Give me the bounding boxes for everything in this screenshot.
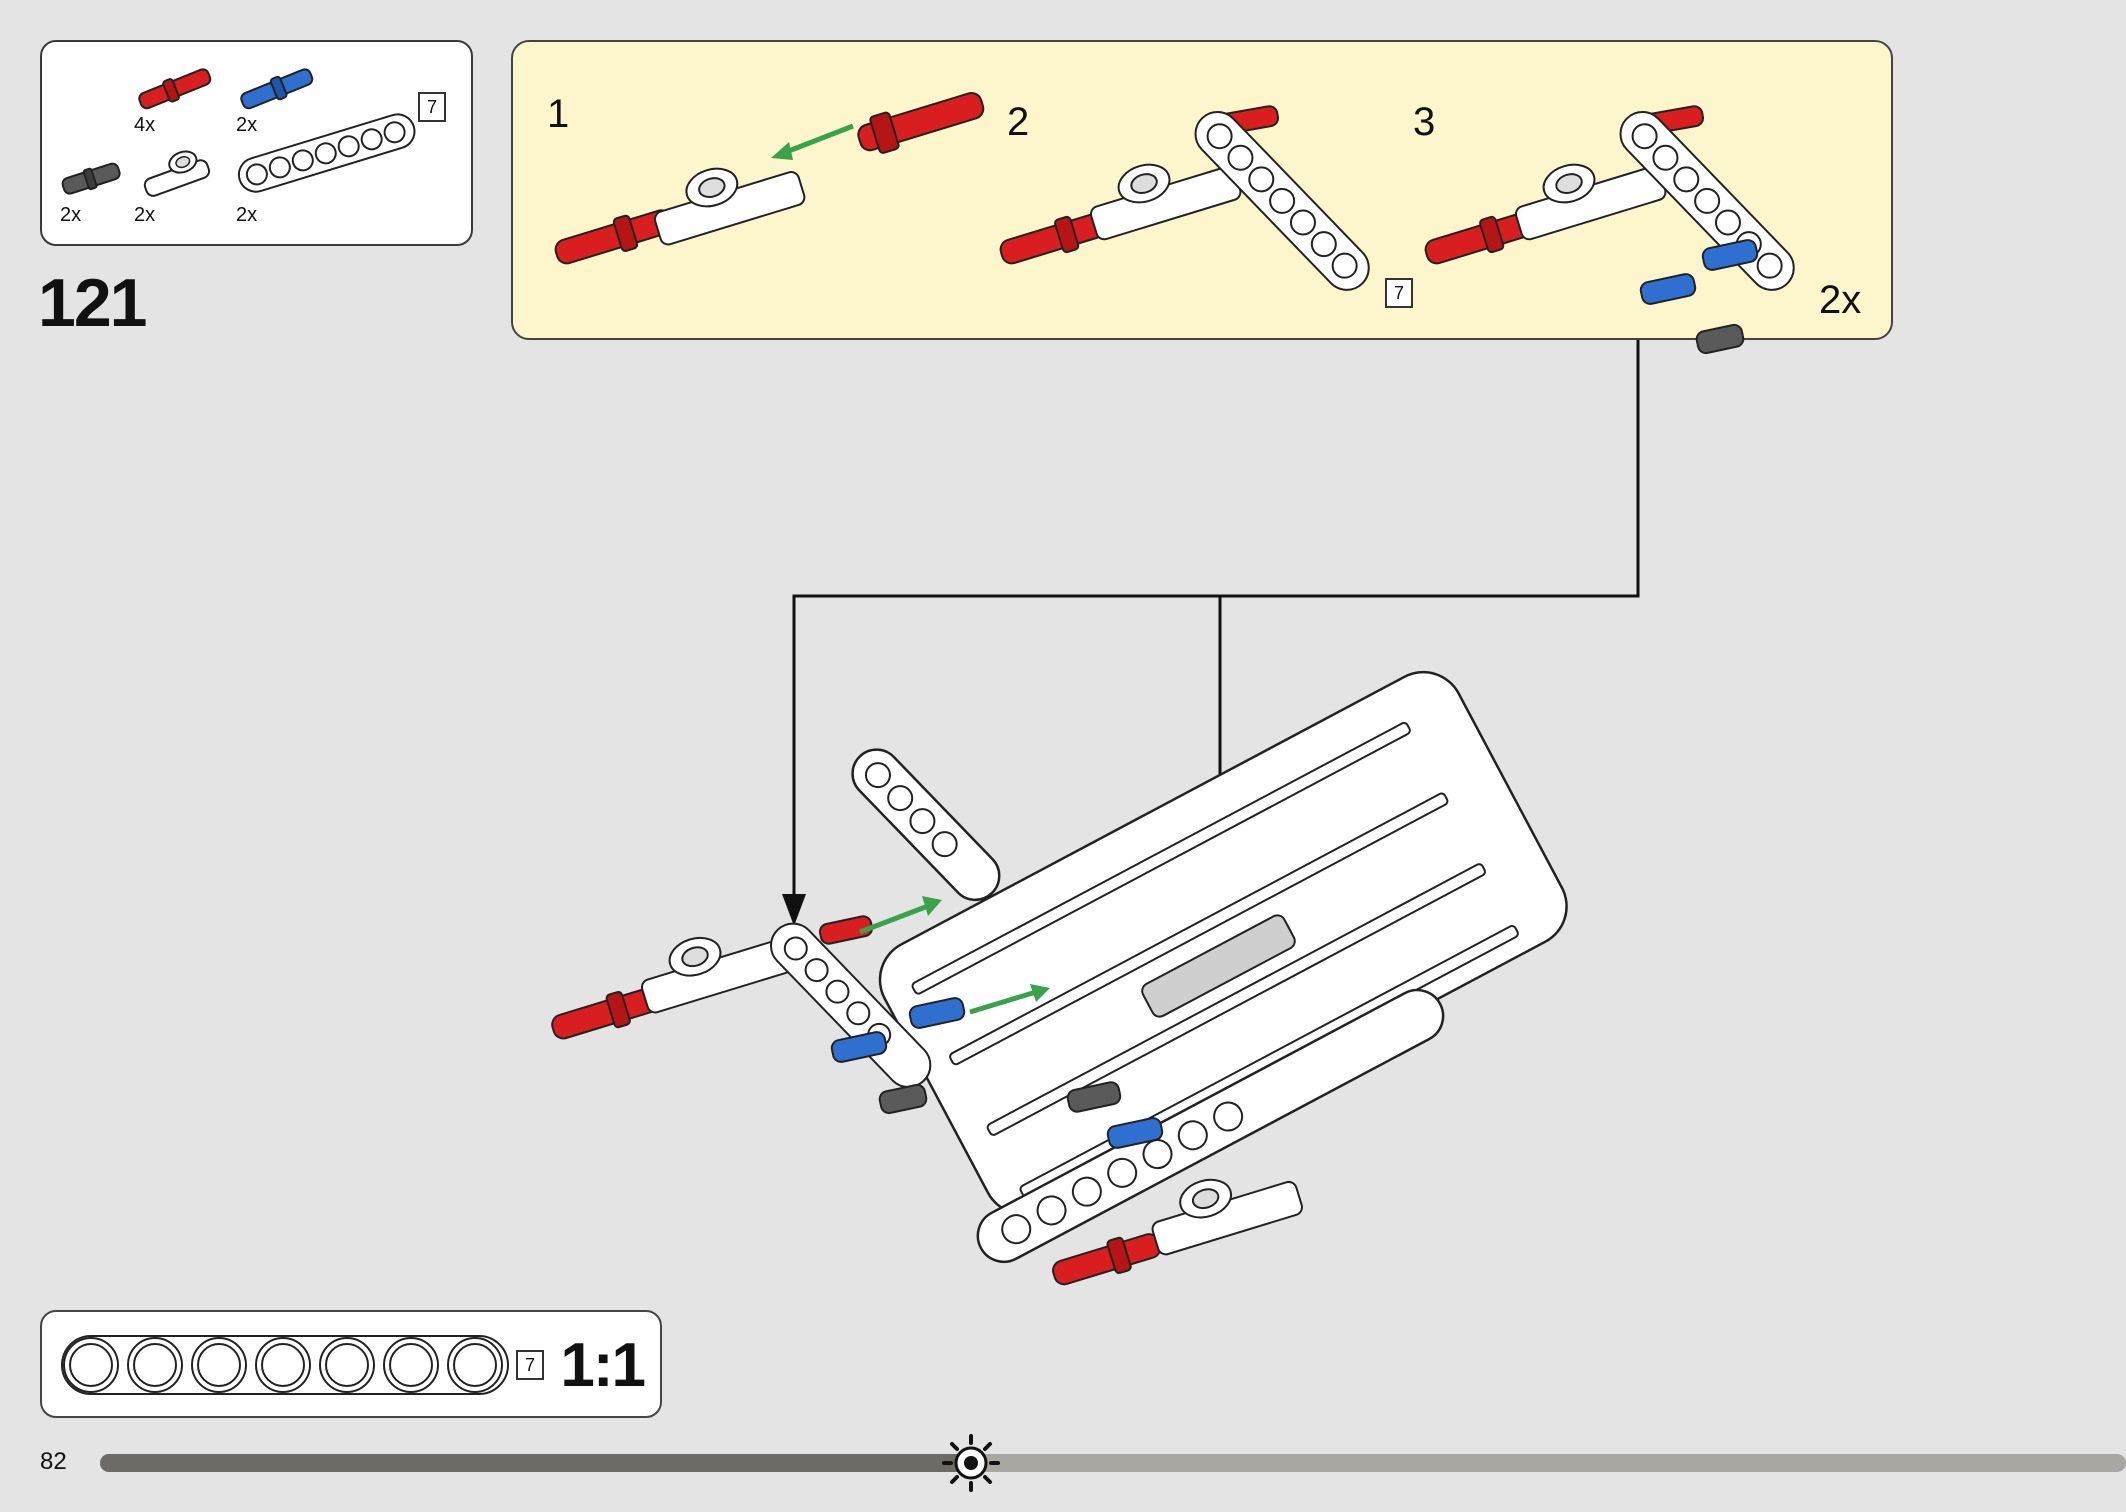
blue-axle-pin-qty: 2x <box>236 114 258 136</box>
gray-pin-qty: 2x <box>60 204 82 226</box>
scale-label: 1:1 <box>560 1331 646 1400</box>
beam-size-box: 7 <box>418 92 446 122</box>
scale-reference-panel: 7 1:1 <box>40 1310 662 1418</box>
progress-bar <box>100 1434 2126 1492</box>
substep-multiplier: 2x <box>1819 278 1862 322</box>
substeps-panel: 1 2 3 7 2x <box>511 40 1893 355</box>
scale-size-box: 7 <box>516 1350 544 1380</box>
gray-pin-icon <box>61 162 121 195</box>
scale-beam-icon <box>61 1335 509 1395</box>
substep-3-illustration <box>1424 105 1795 355</box>
white-beam-qty: 2x <box>236 204 258 226</box>
white-connector-qty: 2x <box>134 204 156 226</box>
white-connector-icon <box>143 150 211 197</box>
page-number: 82 <box>40 1448 67 1475</box>
parts-list-panel: 4x 2x 7 2x 2x <box>40 40 473 246</box>
step-number: 121 <box>38 265 147 341</box>
red-axle-pin-qty: 4x <box>134 114 156 136</box>
main-assembly-illustration <box>551 670 1568 1286</box>
sun-gear-icon <box>942 1434 1000 1492</box>
substep-3-number: 3 <box>1413 100 1436 144</box>
substep-2-size-box: 7 <box>1385 278 1413 308</box>
blue-axle-pin-icon <box>240 68 314 110</box>
substep-2-illustration <box>999 105 1370 291</box>
substep-2-number: 2 <box>1007 100 1030 144</box>
substep-1-number: 1 <box>547 92 570 136</box>
red-axle-pin-icon <box>138 68 212 110</box>
substep-1-illustration <box>554 91 985 265</box>
progress-bar-fill <box>100 1454 971 1472</box>
white-beam-icon <box>237 113 416 193</box>
